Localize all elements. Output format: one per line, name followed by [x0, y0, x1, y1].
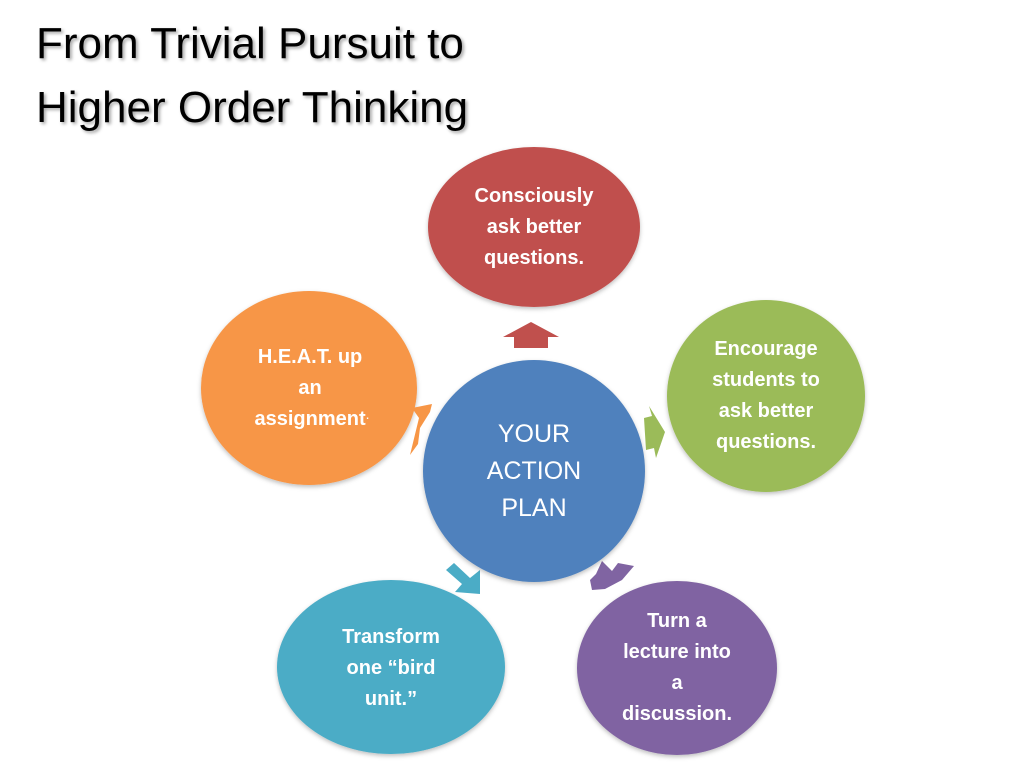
- arrow-bottom-left-icon: [446, 563, 480, 594]
- arrow-up-icon: [503, 322, 559, 348]
- node-left-suffix: .: [365, 406, 370, 422]
- node-left-main: H.E.A.T. up an assignment: [254, 345, 366, 430]
- node-bottom-left-ellipse: [277, 580, 505, 754]
- node-bottom-left-label: Transform one “bird unit.”: [301, 620, 481, 716]
- arrow-left-icon: [410, 404, 432, 455]
- node-right-label: Encourage students to ask better questio…: [680, 332, 852, 460]
- arrow-right-icon: [644, 406, 665, 458]
- node-left-ellipse: [201, 291, 417, 485]
- node-top-ellipse: [428, 147, 640, 307]
- node-right-ellipse: [667, 300, 865, 492]
- node-bottom-right-label: Turn a lecture into a discussion.: [592, 603, 762, 733]
- center-circle: [423, 360, 645, 582]
- node-left-text: H.E.A.T. up an assignment: [254, 342, 365, 435]
- center-label: YOUR ACTION PLAN: [434, 381, 634, 561]
- node-top-label: Consciously ask better questions.: [440, 160, 628, 294]
- node-left-label: H.E.A.T. up an assignment.: [223, 340, 401, 436]
- node-bottom-right-text: Turn a lecture into a discussion.: [621, 610, 733, 725]
- slide-title: From Trivial Pursuit to Higher Order Thi…: [36, 12, 676, 140]
- arrow-bottom-right-icon: [590, 561, 634, 590]
- node-right-text: Encourage students to ask better questio…: [712, 338, 820, 453]
- node-top-text: Consciously ask better questions.: [474, 184, 594, 269]
- slide-title-line-2: Higher Order Thinking: [36, 83, 469, 132]
- slide-title-line-1: From Trivial Pursuit to: [36, 19, 464, 68]
- node-bottom-right-ellipse: [577, 581, 777, 755]
- node-bottom-left-text: Transform one “bird unit.”: [342, 625, 440, 710]
- center-label-text: YOUR ACTION PLAN: [486, 419, 582, 522]
